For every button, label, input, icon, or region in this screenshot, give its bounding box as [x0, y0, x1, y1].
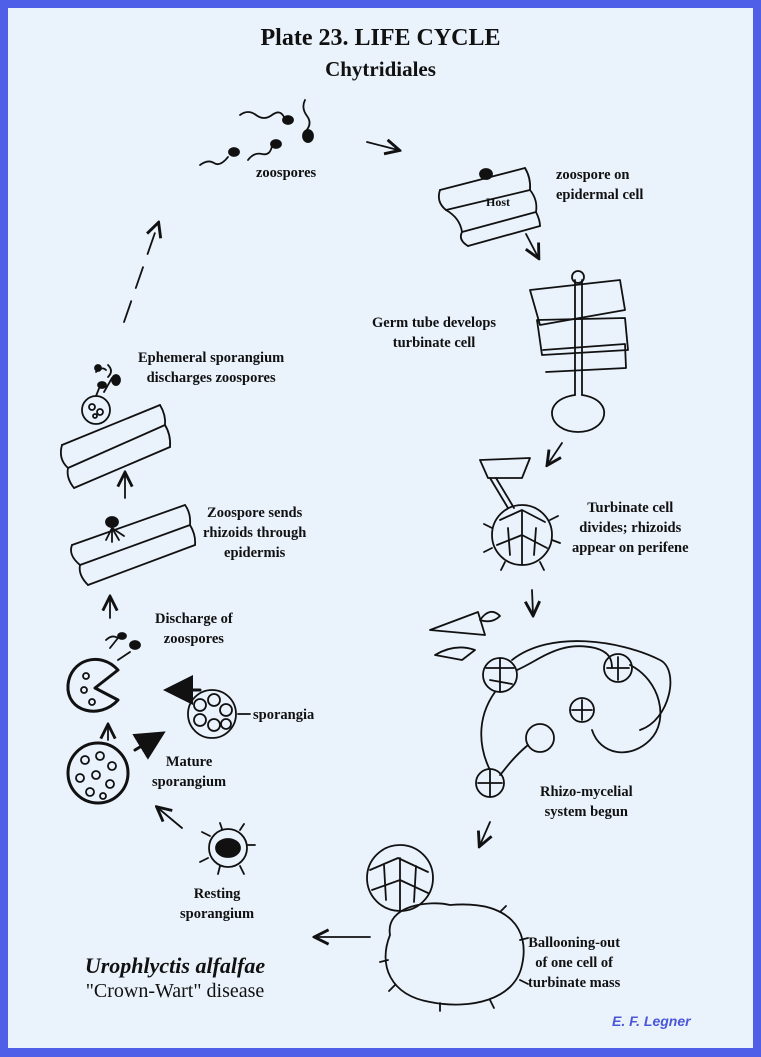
rhizo-mycelial-drawing	[429, 610, 672, 798]
label-zoospores: zoospores	[256, 165, 317, 181]
label-turbinate-divides: Turbinate cell divides; rhizoids appear …	[572, 500, 689, 556]
discharge-drawing	[66, 632, 141, 713]
label-discharge: Discharge of zoospores	[155, 611, 233, 647]
author-credit: E. F. Legner	[612, 1013, 691, 1029]
turbinate-divides-drawing	[479, 457, 561, 571]
plate-subtitle: Chytridiales	[325, 57, 436, 81]
species-name: Urophlyctis alfalfae	[84, 953, 266, 978]
label-resting-sporangium: Resting sporangium	[180, 886, 255, 922]
label-ephemeral-sporangium: Ephemeral sporangium discharges zoospore…	[138, 350, 285, 386]
label-sporangia: sporangia	[253, 707, 315, 723]
ephemeral-sporangium-drawing	[59, 364, 172, 489]
ballooning-drawing	[366, 844, 529, 1012]
zoospores-drawing	[199, 99, 314, 166]
label-ballooning: Ballooning-out of one cell of turbinate …	[528, 935, 621, 991]
host-epidermal-cell	[437, 167, 541, 247]
resting-sporangium-drawing	[199, 822, 256, 875]
plate-title: Plate 23. LIFE CYCLE	[260, 25, 501, 51]
disease-name: "Crown-Wart" disease	[85, 980, 265, 1002]
label-host: Host	[486, 195, 510, 209]
label-zoospore-on-epidermal: zoospore on epidermal cell	[556, 167, 644, 203]
label-rhizoids-epidermis: Zoospore sends rhizoids through epidermi…	[203, 505, 307, 561]
plate-background	[8, 8, 753, 1048]
rhizoid-epidermis-drawing	[70, 504, 197, 586]
label-rhizo-mycelial: Rhizo-mycelial system begun	[540, 784, 633, 820]
mature-sporangium-drawing	[66, 741, 130, 805]
germ-tube-drawing	[529, 270, 629, 433]
label-mature-sporangium: Mature sporangium	[152, 754, 227, 790]
label-germ-tube: Germ tube develops turbinate cell	[372, 315, 497, 351]
sporangia-drawing	[187, 689, 251, 739]
